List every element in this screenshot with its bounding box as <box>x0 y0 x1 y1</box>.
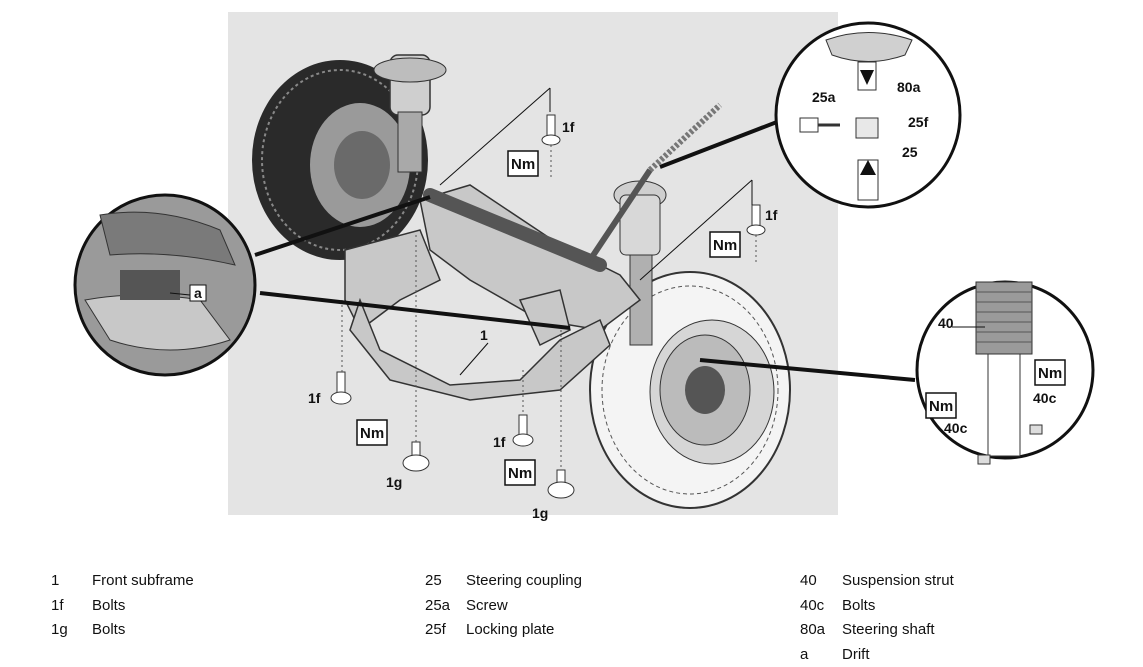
legend-description: Drift <box>842 643 870 667</box>
front-axle-diagram: Nm Nm Nm Nm Nm Nm 1 1f 1f 1f 1f 1g 1g a … <box>0 0 1143 545</box>
legend-row: 40c Bolts <box>800 594 954 619</box>
legend-number: 40 <box>800 569 842 594</box>
legend-number: 25a <box>425 594 466 619</box>
legend-description: Screw <box>466 594 508 619</box>
legend-description: Bolts <box>92 618 125 643</box>
legend-row: 25 Steering coupling <box>425 569 582 594</box>
callout-40c-left: 40c <box>944 420 968 436</box>
legend-number: 40c <box>800 594 842 619</box>
legend-row: 1 Front subframe <box>51 569 194 594</box>
legend-description: Bolts <box>842 594 875 619</box>
callout-40c-right: 40c <box>1033 390 1057 406</box>
legend-column-1: 1 Front subframe 1f Bolts 1g Bolts <box>51 569 194 643</box>
callout-40: 40 <box>938 315 954 331</box>
legend-number: 80a <box>800 618 842 643</box>
legend-column-2: 25 Steering coupling 25a Screw 25f Locki… <box>425 569 582 643</box>
legend-row: 25a Screw <box>425 594 582 619</box>
nm-label-center: Nm <box>508 465 532 482</box>
legend-description: Suspension strut <box>842 569 954 594</box>
nm-label-strut-left: Nm <box>929 398 953 415</box>
legend-row: 1g Bolts <box>51 618 194 643</box>
legend-description: Locking plate <box>466 618 554 643</box>
callout-25f: 25f <box>908 114 929 130</box>
legend-number: 1g <box>51 618 92 643</box>
callout-1f-center: 1f <box>493 434 506 450</box>
legend-description: Steering coupling <box>466 569 582 594</box>
detail-circle-drift <box>75 195 255 375</box>
legend-column-3: 40 Suspension strut 40c Bolts 80a Steeri… <box>800 569 954 667</box>
legend-number: 25 <box>425 569 466 594</box>
legend-number: 1 <box>51 569 92 594</box>
callout-1f-left: 1f <box>308 390 321 406</box>
callout-25a: 25a <box>812 89 836 105</box>
legend-row: a Drift <box>800 643 954 667</box>
callout-25: 25 <box>902 144 918 160</box>
nm-label-strut-right: Nm <box>1038 365 1062 382</box>
callout-a: a <box>194 285 202 301</box>
legend-description: Front subframe <box>92 569 194 594</box>
callout-1f-top: 1f <box>562 119 575 135</box>
legend-number: 1f <box>51 594 92 619</box>
legend-row: 40 Suspension strut <box>800 569 954 594</box>
nm-label-left: Nm <box>360 425 384 442</box>
legend-number: 25f <box>425 618 466 643</box>
nm-label-top: Nm <box>511 156 535 173</box>
legend-number: a <box>800 643 842 667</box>
callout-80a: 80a <box>897 79 921 95</box>
detail-circle-steering-coupling <box>776 23 960 207</box>
legend-row: 80a Steering shaft <box>800 618 954 643</box>
callout-1g-left: 1g <box>386 474 402 490</box>
legend-description: Steering shaft <box>842 618 935 643</box>
callout-1g-right: 1g <box>532 505 548 521</box>
callout-1: 1 <box>480 327 488 343</box>
detail-circle-suspension-strut <box>917 282 1093 464</box>
legend-row: 25f Locking plate <box>425 618 582 643</box>
legend-row: 1f Bolts <box>51 594 194 619</box>
callout-1f-right: 1f <box>765 207 778 223</box>
nm-label-right: Nm <box>713 237 737 254</box>
legend-description: Bolts <box>92 594 125 619</box>
